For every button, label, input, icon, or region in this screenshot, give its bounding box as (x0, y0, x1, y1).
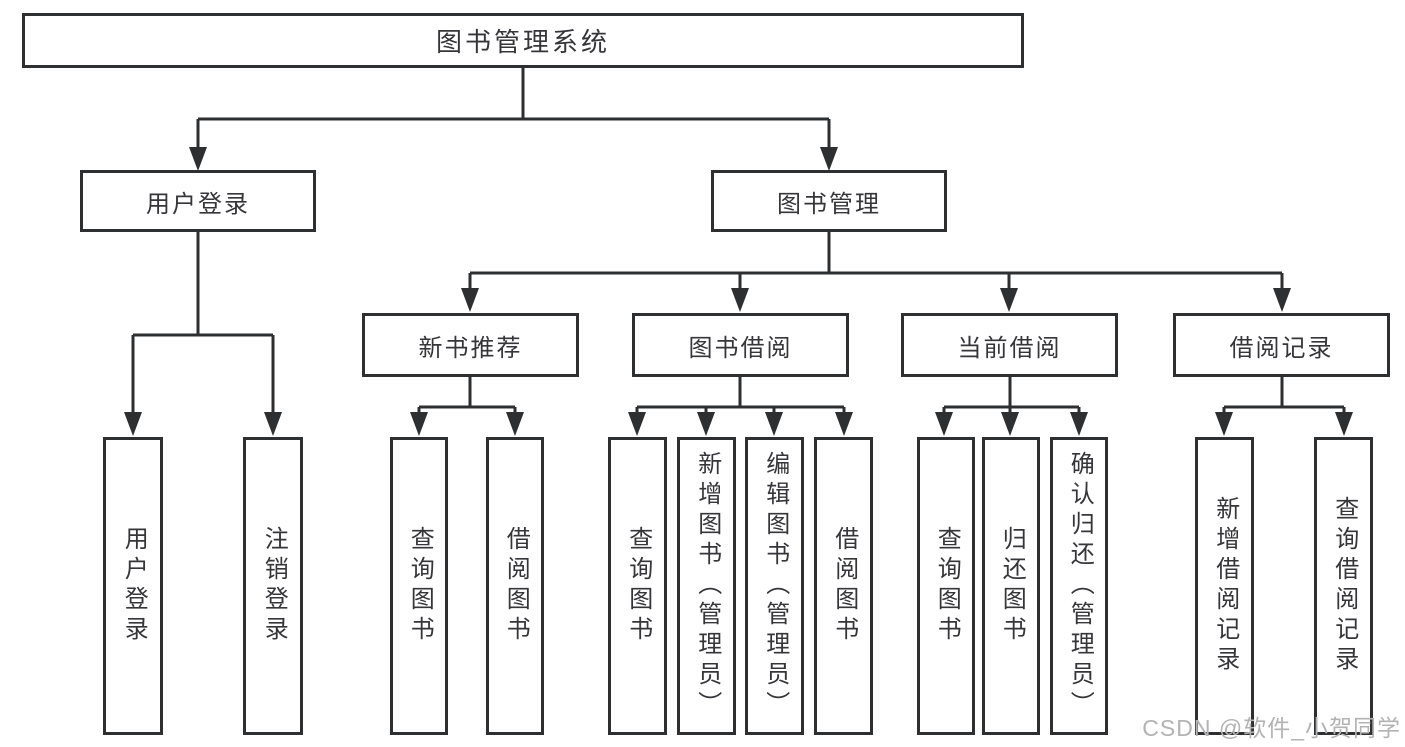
arrow-down (1273, 288, 1291, 312)
leaf-label: 借阅图书 (502, 526, 530, 646)
leaf-label: 查询图书 (933, 526, 961, 646)
arrow-down (765, 412, 783, 436)
node-label: 图书管理 (777, 190, 881, 218)
leaf-label: 归还图书 (998, 526, 1026, 646)
leaf-add-book-admin: 新增图书（管理员） (677, 437, 736, 735)
leaf-label: 注销登录 (260, 526, 288, 646)
node-label: 新书推荐 (418, 334, 523, 362)
arrow-down (1335, 412, 1353, 436)
leaf-user-login: 用户登录 (103, 437, 163, 735)
leaf-borrow-book: 借阅图书 (486, 437, 544, 735)
arrow-down (935, 412, 953, 436)
leaf-label: 查询图书 (624, 526, 652, 646)
node-label: 图书借阅 (688, 334, 793, 362)
leaf-label: 新增图书（管理员） (693, 451, 721, 721)
arrow-down (731, 288, 749, 312)
leaf-query-book: 查询图书 (390, 437, 448, 735)
node-label: 用户登录 (146, 190, 250, 218)
arrow-down (124, 412, 142, 436)
node-new-book-recommend: 新书推荐 (362, 313, 579, 377)
node-root-system: 图书管理系统 (22, 13, 1024, 68)
leaf-label: 查询借阅记录 (1330, 496, 1358, 676)
arrow-down (1215, 412, 1233, 436)
arrow-down (628, 412, 646, 436)
leaf-confirm-return-admin: 确认归还（管理员） (1050, 437, 1108, 735)
csdn-watermark: CSDN @软件_小贺同学 (1142, 715, 1401, 741)
leaf-logout: 注销登录 (243, 437, 303, 735)
arrow-down (461, 288, 479, 312)
arrow-down (1001, 412, 1019, 436)
leaf-label: 确认归还（管理员） (1066, 451, 1094, 721)
arrowheads (124, 147, 1353, 436)
node-book-management: 图书管理 (711, 170, 947, 232)
arrow-down (1000, 288, 1018, 312)
node-label: 当前借阅 (957, 334, 1062, 362)
leaf-borrow-book: 借阅图书 (814, 437, 873, 735)
arrow-down (189, 147, 207, 171)
arrow-down (835, 412, 853, 436)
arrow-down (1070, 412, 1088, 436)
leaf-label: 用户登录 (120, 526, 148, 646)
node-user-login: 用户登录 (80, 170, 316, 232)
leaf-query-borrow-record: 查询借阅记录 (1314, 437, 1373, 735)
leaf-query-book: 查询图书 (608, 437, 667, 735)
node-borrow-record: 借阅记录 (1173, 313, 1390, 377)
connector-lines (131, 68, 1346, 414)
leaf-label: 编辑图书（管理员） (761, 451, 789, 721)
leaf-label: 借阅图书 (830, 526, 858, 646)
arrow-down (410, 412, 428, 436)
leaf-edit-book-admin: 编辑图书（管理员） (745, 437, 804, 735)
arrow-down (820, 147, 838, 171)
arrow-down (697, 412, 715, 436)
node-book-borrow: 图书借阅 (632, 313, 849, 377)
leaf-label: 查询图书 (406, 526, 434, 646)
node-label: 图书管理系统 (435, 27, 610, 57)
arrow-down (506, 412, 524, 436)
node-label: 借阅记录 (1229, 334, 1334, 362)
leaf-label: 新增借阅记录 (1211, 496, 1239, 676)
node-current-borrow: 当前借阅 (901, 313, 1118, 377)
leaf-add-borrow-record: 新增借阅记录 (1195, 437, 1254, 735)
leaf-return-book: 归还图书 (982, 437, 1040, 735)
arrow-down (264, 412, 282, 436)
leaf-query-book: 查询图书 (917, 437, 975, 735)
